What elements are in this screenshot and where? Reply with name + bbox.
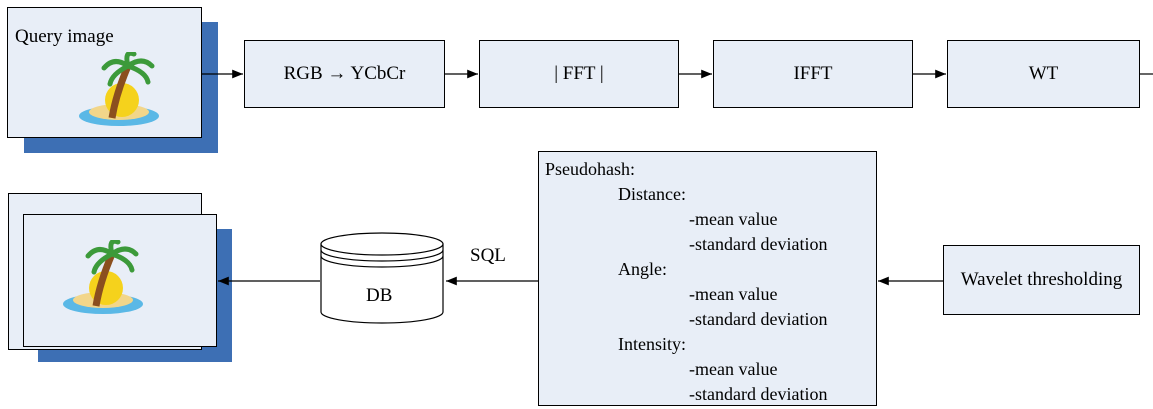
sql-label: SQL [470,245,506,266]
ifft-box: IFFT [713,40,913,108]
pseudohash-title: Pseudohash: [545,159,635,179]
angle-stddev: -standard deviation [689,309,828,329]
ifft-label: IFFT [793,63,833,84]
pseudohash-box: Pseudohash: Distance: -mean value -stand… [538,151,877,406]
island-icon [79,52,159,126]
angle-label: Angle: [618,259,667,279]
wavelet-thresholding-box: Wavelet thresholding [943,245,1140,315]
distance-stddev: -standard deviation [689,234,828,254]
intensity-mean: -mean value [689,359,778,379]
fft-box: | FFT | [479,40,679,108]
database-icon [320,232,444,324]
distance-mean: -mean value [689,209,778,229]
distance-label: Distance: [618,184,686,204]
wavelet-thresholding-label: Wavelet thresholding [960,269,1123,290]
angle-mean: -mean value [689,284,778,304]
db-label: DB [366,285,393,306]
rgb-to-ycbcr-box: RGB → YCbCr [244,40,445,108]
intensity-stddev: -standard deviation [689,384,828,404]
query-image-title: Query image [15,26,114,47]
wt-box: WT [947,40,1140,108]
fft-label: | FFT | [554,63,604,84]
wt-label: WT [1028,63,1059,84]
island-icon [63,240,143,314]
intensity-label: Intensity: [618,334,686,354]
rgb-to-ycbcr-label: RGB → YCbCr [283,63,406,84]
